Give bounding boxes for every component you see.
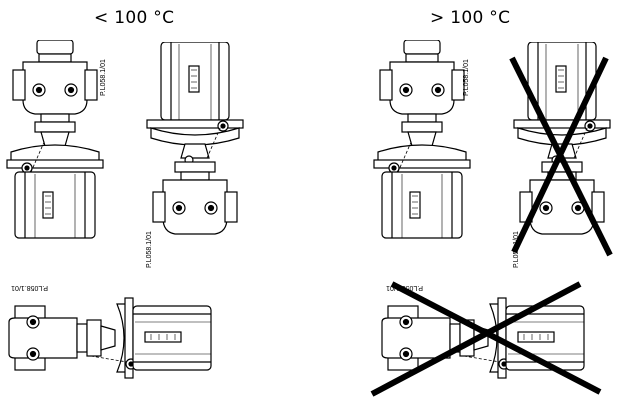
valve-inverted-right (513, 42, 611, 235)
valve-horizontal-left (8, 297, 212, 379)
code-inverted-right: P.L058.1/01 (513, 231, 520, 268)
code-side-left: P.L058.1/01 (11, 284, 48, 291)
code-upright-right: P.L058.1/01 (463, 59, 470, 96)
valve-inverted-left (146, 42, 244, 235)
header-above-100: > 100 °C (430, 8, 511, 28)
valve-upright-left (6, 40, 104, 239)
valve-upright-right (373, 40, 471, 239)
code-upright-left: P.L058.1/01 (100, 59, 107, 96)
code-inverted-left: P.L058.1/01 (146, 231, 153, 268)
header-below-100: < 100 °C (94, 8, 175, 28)
valve-horizontal-right (381, 297, 585, 379)
code-side-right: P.L058.1/01 (386, 284, 423, 291)
